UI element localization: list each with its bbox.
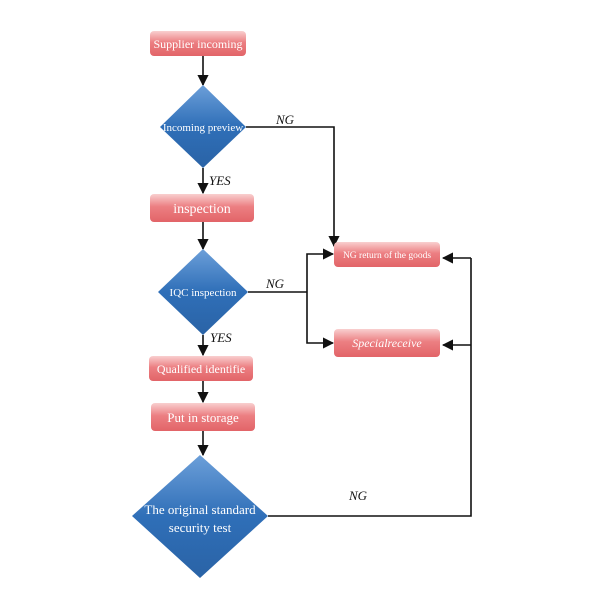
node-special-receive: Specialreceive	[334, 329, 440, 357]
decision-diamond	[160, 85, 246, 168]
process-box	[334, 329, 440, 357]
line-test-ng-right	[268, 258, 472, 517]
arrow-iqc-ng-to-special	[306, 292, 335, 349]
node-security-test: The original standard security test	[132, 455, 268, 578]
label-preview-yes: YES	[209, 173, 231, 188]
node-label-line2: security test	[169, 520, 232, 535]
label-test-ng: NG	[348, 488, 368, 503]
node-label: IQC inspection	[170, 287, 237, 299]
node-iqc-inspection: IQC inspection	[158, 249, 248, 335]
process-box	[150, 31, 246, 56]
edge-labels: NG YES NG YES NG	[209, 112, 368, 503]
label-iqc-yes: YES	[210, 330, 232, 345]
node-ng-return: NG return of the goods	[334, 242, 440, 267]
node-qualified-identifie: Qualified identifie	[149, 356, 253, 381]
node-label: NG return of the goods	[343, 250, 431, 261]
node-label: Qualified identifie	[157, 362, 245, 376]
node-label-line1: The original standard	[144, 502, 256, 517]
process-box	[334, 242, 440, 267]
process-box	[149, 356, 253, 381]
arrow-preview-ng-to-return	[246, 126, 340, 248]
node-put-in-storage: Put in storage	[151, 403, 255, 431]
node-inspection: inspection	[150, 194, 254, 222]
node-label: Specialreceive	[352, 336, 422, 350]
process-box	[151, 403, 255, 431]
node-label: Put in storage	[167, 410, 239, 425]
node-label: Incoming preview	[163, 122, 243, 134]
node-label: Supplier incoming	[154, 37, 243, 51]
node-label: inspection	[173, 202, 231, 217]
arrow-iqc-ng-to-return	[306, 248, 335, 292]
label-iqc-ng: NG	[265, 276, 285, 291]
label-preview-ng: NG	[275, 112, 295, 127]
node-supplier-incoming: Supplier incoming	[150, 31, 246, 56]
node-incoming-preview: Incoming preview	[160, 85, 246, 168]
process-box	[150, 194, 254, 222]
decision-diamond	[158, 249, 248, 335]
decision-diamond	[132, 455, 268, 578]
connectors	[197, 56, 472, 517]
